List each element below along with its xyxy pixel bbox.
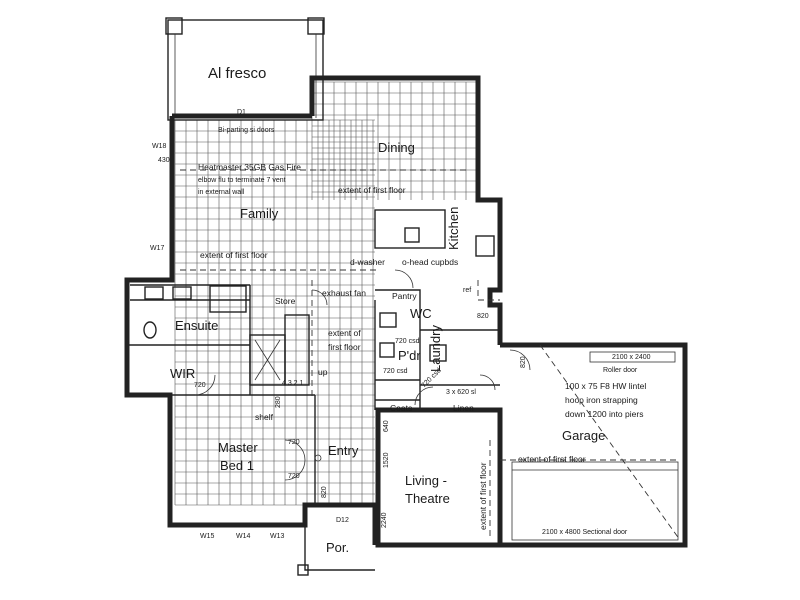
- room-label-alfresco: Al fresco: [208, 65, 266, 82]
- door-swings: [194, 269, 531, 481]
- label-ref: ref: [463, 287, 471, 294]
- exterior-walls: [124, 75, 688, 576]
- label-2240: 2240: [381, 512, 388, 528]
- label-w18: W18: [152, 143, 167, 150]
- label-flue-1: elbow flu to terminate 7 vent: [198, 177, 286, 184]
- label-w17: W17: [150, 245, 165, 252]
- room-label-wir: WIR: [170, 366, 195, 381]
- room-label-entry: Entry: [328, 443, 359, 458]
- room-label-master-1: Master: [218, 440, 258, 455]
- label-w13: W13: [270, 533, 285, 540]
- label-csd-1: 720 csd: [395, 338, 420, 345]
- label-720-bed-a: 720: [288, 439, 300, 446]
- label-dwasher: d-washer: [350, 257, 385, 267]
- label-820-entry: 820: [321, 486, 328, 498]
- label-w14: W14: [236, 533, 251, 540]
- room-label-laundry: Laundry: [428, 325, 443, 372]
- label-430: 430: [158, 157, 170, 164]
- label-roller-door: Roller door: [603, 367, 638, 374]
- label-lintel-2: hoop iron strapping: [565, 395, 638, 405]
- label-280: 280: [275, 396, 282, 408]
- label-820-laundry: 820: [477, 313, 489, 320]
- label-sectional: 2100 x 4800 Sectional door: [542, 529, 628, 536]
- label-640: 640: [383, 420, 390, 432]
- label-shelf: shelf: [255, 412, 274, 422]
- room-label-dining: Dining: [378, 140, 415, 155]
- label-ohead: o-head cupbds: [402, 257, 458, 267]
- label-lintel-3: down 1200 into piers: [565, 409, 643, 419]
- label-extent-stair-2: first floor: [328, 342, 361, 352]
- room-label-master-2: Bed 1: [220, 458, 254, 473]
- label-stair-nums: 4 3 2 1: [282, 380, 304, 387]
- room-label-porch: Por.: [326, 540, 349, 555]
- room-label-kitchen: Kitchen: [446, 207, 461, 250]
- label-roller-size: 2100 x 2400: [612, 354, 651, 361]
- room-label-living-2: Theatre: [405, 491, 450, 506]
- label-extent-stair-1: extent of: [328, 328, 361, 338]
- label-bi-doors: Bi-parting si doors: [218, 127, 275, 134]
- room-label-store: Store: [275, 296, 296, 306]
- room-label-pdr: P'dr: [398, 348, 421, 363]
- label-d1: D1: [237, 109, 246, 116]
- label-lintel-1: 100 x 75 F8 HW lintel: [565, 381, 646, 391]
- label-extent-garage: extent of first floor: [518, 454, 586, 464]
- room-label-linen: Linen: [453, 403, 474, 413]
- label-heatmaster: Heatmaster 35GB Gas Fire: [198, 162, 301, 172]
- label-820-garage: 820: [520, 356, 527, 368]
- alfresco-area: [165, 17, 325, 121]
- room-label-wc: WC: [410, 306, 432, 321]
- label-720-bed-b: 720: [288, 473, 300, 480]
- label-1520: 1520: [383, 452, 390, 468]
- label-linen-size: 3 x 620 sl: [446, 389, 476, 396]
- room-label-garage: Garage: [562, 428, 605, 443]
- label-flue-2: in external wall: [198, 189, 245, 196]
- room-label-coats: Coats: [390, 403, 412, 413]
- tile-grid-living: [174, 119, 375, 506]
- label-csd-2: 720 csd: [383, 368, 408, 375]
- interior-walls: [127, 209, 679, 541]
- label-d12: D12: [336, 517, 349, 524]
- label-extent-living: extent of first floor: [478, 462, 488, 530]
- label-up: up: [318, 367, 328, 377]
- label-w15: W15: [200, 533, 215, 540]
- label-extent-family: extent of first floor: [200, 250, 268, 260]
- room-label-living-1: Living -: [405, 473, 447, 488]
- room-label-ensuite: Ensuite: [175, 318, 218, 333]
- label-extent-dining: extent of first floor: [338, 185, 406, 195]
- first-floor-extent-lines: [180, 169, 681, 541]
- label-exhaust: exhaust fan: [322, 288, 366, 298]
- room-label-pantry: Pantry: [392, 291, 417, 301]
- room-label-family: Family: [240, 206, 279, 221]
- label-720-wir: 720: [194, 382, 206, 389]
